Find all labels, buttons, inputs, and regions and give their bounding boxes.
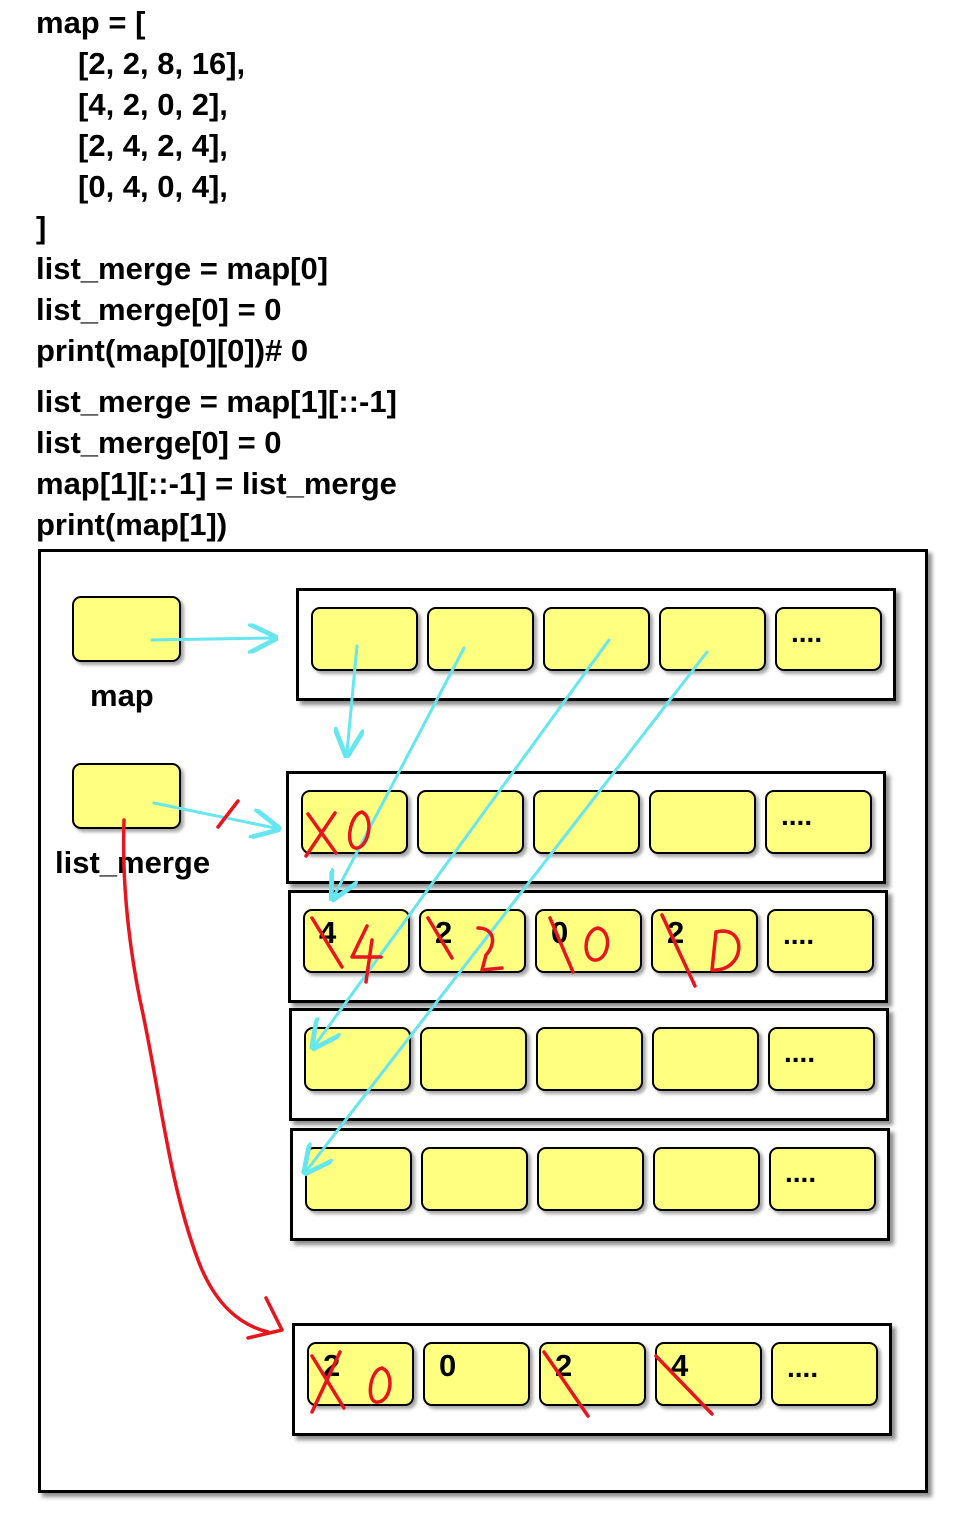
- code-line: ]: [36, 210, 47, 245]
- code-line: [4, 2, 0, 2],: [78, 87, 228, 122]
- cross-mark: [310, 1350, 346, 1414]
- list-merge-variable-box: [72, 763, 181, 829]
- strike-mark: [542, 1350, 590, 1418]
- strike-mark: [654, 1354, 714, 1416]
- cross-mark: [304, 811, 338, 858]
- code-line: map[1][::-1] = list_merge: [36, 466, 397, 501]
- row1-cell: 2: [419, 909, 526, 973]
- row3-cell: [421, 1147, 528, 1211]
- strike-mark: [660, 913, 697, 988]
- handwritten-d-zero: [710, 929, 741, 972]
- row1-cell: 2: [651, 909, 758, 973]
- strike-mark: [310, 916, 344, 969]
- row2-pointer-arrow: [315, 638, 611, 1045]
- handwritten-zero: [584, 926, 610, 962]
- row2-ellipsis-cell: ....: [768, 1027, 875, 1091]
- code-line: [0, 4, 0, 4],: [78, 169, 228, 204]
- handwritten-two: [476, 926, 504, 972]
- map-outer-list: ....: [296, 588, 896, 701]
- outer-list-ellipsis-cell: ....: [775, 607, 882, 671]
- map-row-0: ....: [286, 771, 886, 884]
- reversed-copy-reference-curve: [121, 818, 270, 1334]
- list-merge-variable-label: list_merge: [55, 845, 211, 880]
- strike-mark: [548, 916, 575, 974]
- strike-mark: [216, 799, 240, 829]
- outer-list-cell: [659, 607, 766, 671]
- code-line: [2, 4, 2, 4],: [78, 128, 228, 163]
- outer-list-cell: [427, 607, 534, 671]
- code-listing: map = [ [2, 2, 8, 16], [4, 2, 0, 2], [2,…: [36, 2, 397, 545]
- map-variable-box: [72, 596, 181, 662]
- outer-list-cell: [543, 607, 650, 671]
- list-merge-reference-arrow: [152, 801, 275, 828]
- reversed-copy-cell: 0: [423, 1342, 530, 1406]
- row3-cell: [537, 1147, 644, 1211]
- code-line: print(map[0][0])# 0: [36, 333, 309, 368]
- row2-cell: [420, 1027, 527, 1091]
- row0-cell: [649, 790, 756, 854]
- row2-cell: [652, 1027, 759, 1091]
- code-line: [2, 2, 8, 16],: [78, 46, 246, 81]
- row0-pointer-arrow: [347, 644, 357, 752]
- row2-cell: [536, 1027, 643, 1091]
- code-line: map = [: [36, 5, 146, 40]
- code-line: list_merge = map[1][::-1]: [36, 384, 397, 419]
- row1-pointer-arrow: [334, 646, 466, 896]
- outer-list-cell: [311, 607, 418, 671]
- map-reference-arrow: [150, 638, 272, 640]
- row3-cell: [653, 1147, 760, 1211]
- handwritten-four: [350, 924, 383, 984]
- handwritten-zero: [347, 810, 371, 850]
- row0-ellipsis-cell: ....: [765, 790, 872, 854]
- strike-mark: [426, 916, 454, 960]
- map-variable-label: map: [90, 678, 154, 713]
- handwritten-zero: [368, 1366, 392, 1404]
- row1-ellipsis-cell: ....: [767, 909, 874, 973]
- code-line: list_merge = map[0]: [36, 251, 329, 286]
- code-line: print(map[1]): [36, 507, 228, 542]
- map-row-3: ....: [290, 1128, 890, 1241]
- reversed-copy-arrowhead: [246, 1296, 284, 1340]
- code-line: list_merge[0] = 0: [36, 425, 282, 460]
- reversed-copy-list: 2 0 2 4 ....: [292, 1323, 892, 1436]
- row3-pointer-arrow: [307, 650, 709, 1170]
- reversed-copy-cell: 2: [539, 1342, 646, 1406]
- row3-ellipsis-cell: ....: [769, 1147, 876, 1211]
- row0-cell: [417, 790, 524, 854]
- code-line: list_merge[0] = 0: [36, 292, 282, 327]
- row0-cell: [301, 790, 408, 854]
- reversed-copy-ellipsis-cell: ....: [771, 1342, 878, 1406]
- row0-cell: [533, 790, 640, 854]
